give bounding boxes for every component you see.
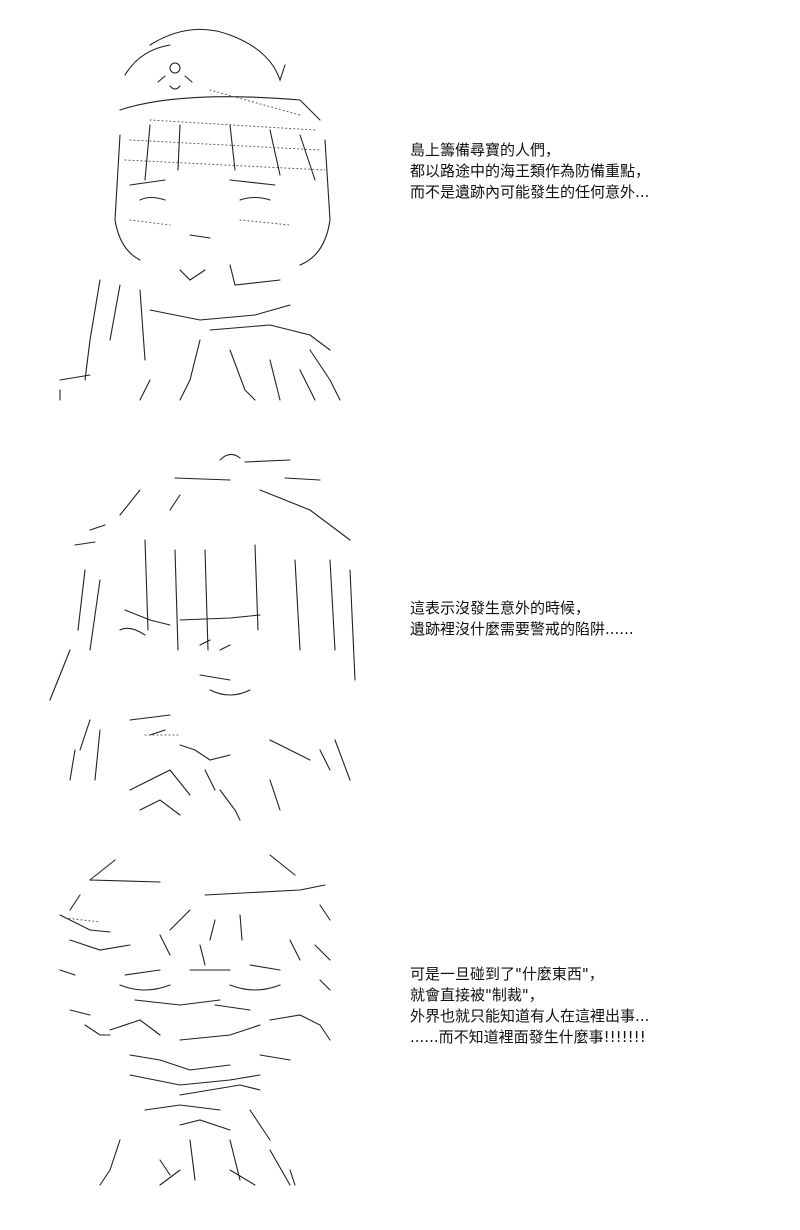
narration-line: 都以路途中的海王類作為防備重點， <box>410 162 651 180</box>
narration-text-2: 這表示沒發生意外的時候， 遺跡裡沒什麼需要警戒的陷阱...... <box>410 598 770 640</box>
smiling-character-icon <box>49 453 356 821</box>
grinning-character-icon <box>59 854 331 1186</box>
comic-panel-2: 這表示沒發生意外的時候， 遺跡裡沒什麼需要警戒的陷阱...... <box>0 400 800 821</box>
narration-line: 外界也就只能知道有人在這裡出事... <box>410 1007 650 1025</box>
narration-line: 這表示沒發生意外的時候， <box>410 599 591 617</box>
narration-text-3: 可是一旦碰到了"什麼東西"， 就會直接被"制裁"， 外界也就只能知道有人在這裡出… <box>410 964 770 1048</box>
narration-line: 而不是遺跡內可能發生的任何意外... <box>410 183 650 201</box>
narration-line: 可是一旦碰到了"什麼東西"， <box>410 965 604 983</box>
ascii-art-figure-2 <box>30 450 370 840</box>
comic-panel-3: 可是一旦碰到了"什麼東西"， 就會直接被"制裁"， 外界也就只能知道有人在這裡出… <box>0 800 800 1200</box>
narration-line: 遺跡裡沒什麼需要警戒的陷阱...... <box>410 620 634 638</box>
narration-line: 就會直接被"制裁"， <box>410 986 544 1004</box>
comic-panel-1: 島上籌備尋寶的人們， 都以路途中的海王類作為防備重點， 而不是遺跡內可能發生的任… <box>0 0 800 401</box>
ascii-art-figure-3 <box>30 840 370 1230</box>
narration-line: 島上籌備尋寶的人們， <box>410 141 561 159</box>
ascii-art-figure-1 <box>30 20 370 410</box>
narration-line: ......而不知道裡面發生什麼事!!!!!!! <box>410 1028 646 1046</box>
narration-text-1: 島上籌備尋寶的人們， 都以路途中的海王類作為防備重點， 而不是遺跡內可能發生的任… <box>410 140 770 203</box>
character-with-cap-icon <box>59 28 341 401</box>
